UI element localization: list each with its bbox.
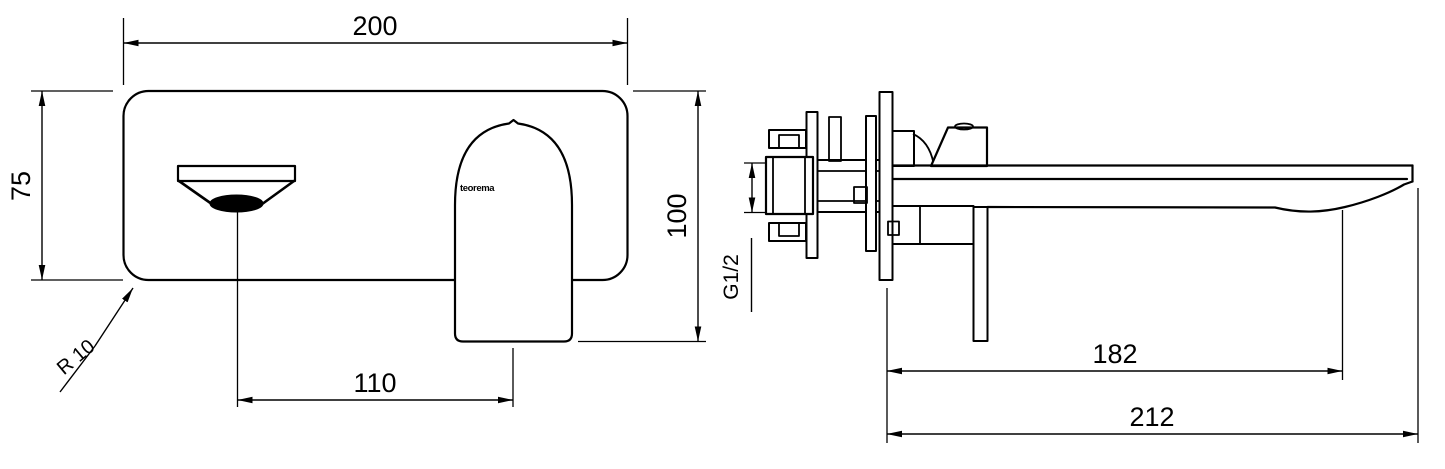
dim-thread-label: G1/2 xyxy=(720,254,743,300)
dim-plate-width: 200 xyxy=(122,11,629,85)
dim-total-height: 100 xyxy=(578,90,706,343)
spout-underside xyxy=(986,180,1414,213)
spout-front xyxy=(176,164,297,213)
handle-front: teorema xyxy=(453,118,574,343)
dim-total-depth-label: 212 xyxy=(1129,402,1174,432)
handle-side xyxy=(891,122,989,168)
dim-spout-to-handle-label: 110 xyxy=(353,368,396,398)
side-view: G1/2 182 212 xyxy=(720,91,1419,443)
brand-logo: teorema xyxy=(460,183,495,194)
dim-plate-height: 75 xyxy=(6,90,123,281)
dim-spout-to-handle: 110 xyxy=(236,212,514,407)
dim-thread: G1/2 xyxy=(720,162,766,312)
dim-corner-radius-label: R 10 xyxy=(53,335,100,379)
dim-plate-width-label: 200 xyxy=(352,11,397,41)
dim-spout-reach-label: 182 xyxy=(1092,339,1137,369)
dim-total-depth: 212 xyxy=(887,188,1419,443)
dim-plate-height-label: 75 xyxy=(6,171,36,201)
front-view: teorema 200 75 100 110 xyxy=(6,11,706,407)
aerator-outlet xyxy=(209,194,264,213)
spout-side xyxy=(887,164,1414,342)
dim-total-height-label: 100 xyxy=(662,193,692,238)
dim-corner-radius: R 10 xyxy=(53,287,134,393)
wall-flange-plate xyxy=(878,91,894,281)
valve-housing xyxy=(891,205,975,245)
dim-spout-reach: 182 xyxy=(886,210,1344,443)
supply-pipe xyxy=(972,206,989,342)
inwall-body xyxy=(764,111,881,259)
handle-swing-arc xyxy=(912,133,935,164)
